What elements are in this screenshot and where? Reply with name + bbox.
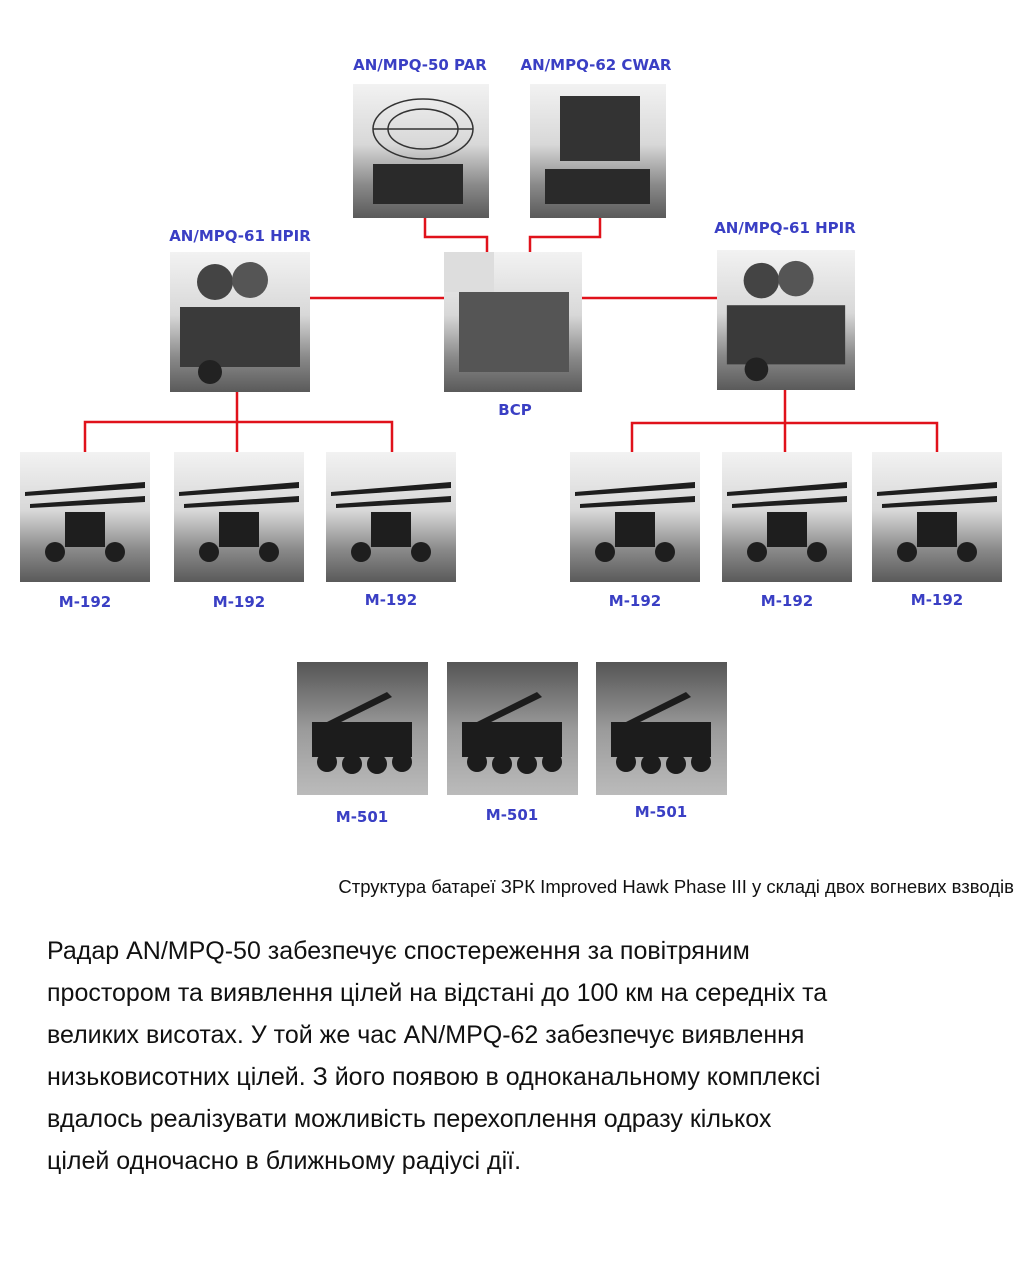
hpir-right-label: AN/MPQ-61 HPIR: [714, 219, 856, 237]
m192-launcher-photo: [722, 452, 852, 582]
m192-launcher-photo: [174, 452, 304, 582]
cwar-label: AN/MPQ-62 CWAR: [520, 56, 672, 74]
m501-label: M-501: [335, 808, 389, 826]
hpir-right-photo: [717, 250, 855, 390]
m192-label: M-192: [760, 592, 814, 610]
m192-launcher-photo: [326, 452, 456, 582]
hpir-left-label: AN/MPQ-61 HPIR: [169, 227, 311, 245]
m192-launcher-photo: [570, 452, 700, 582]
hpir-left-photo: [170, 252, 310, 392]
cwar-radar-photo: [530, 84, 666, 218]
body-line: низьковисотних цілей. З його появою в од…: [47, 1063, 821, 1091]
m501-loader-photo: [596, 662, 727, 795]
figure-caption: Структура батареї ЗРК Improved Hawk Phas…: [338, 876, 1014, 897]
connector-lines: [83, 218, 939, 455]
body-line: Радар AN/MPQ-50 забезпечує спостереження…: [47, 937, 750, 965]
body-line: великих висотах. У той же час AN/MPQ-62 …: [47, 1021, 805, 1049]
m192-label: M-192: [212, 593, 266, 611]
m501-loader-photo: [297, 662, 428, 795]
body-paragraph: Радар AN/MPQ-50 забезпечує спостереження…: [47, 930, 1007, 1182]
body-line: вдалось реалізувати можливість перехопле…: [47, 1105, 772, 1133]
m192-label: M-192: [608, 592, 662, 610]
body-line: цілей одночасно в ближньому радіусі дії.: [47, 1147, 522, 1175]
m501-label: M-501: [485, 806, 539, 824]
m501-label: M-501: [634, 803, 688, 821]
m192-launcher-photo: [20, 452, 150, 582]
m501-loader-photo: [447, 662, 578, 795]
m192-label: M-192: [58, 593, 112, 611]
body-line: простором та виявлення цілей на відстані…: [47, 979, 828, 1007]
m192-label: M-192: [364, 591, 418, 609]
bcp-label: BCP: [498, 401, 532, 419]
bcp-photo: [444, 252, 582, 392]
m192-label: M-192: [910, 591, 964, 609]
m192-launcher-photo: [872, 452, 1002, 582]
par-radar-photo: [353, 84, 489, 218]
par-label: AN/MPQ-50 PAR: [353, 56, 487, 74]
